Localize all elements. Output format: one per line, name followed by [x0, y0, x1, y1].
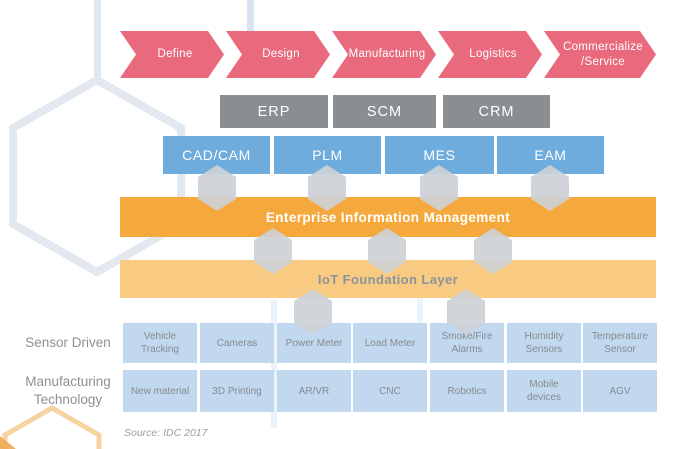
source-citation: Source: IDC 2017	[124, 427, 208, 439]
sensor-cell: Humidity Sensors	[507, 323, 581, 363]
process-step-label: Define	[157, 48, 193, 61]
bar-label: IoT Foundation Layer	[317, 271, 459, 287]
sensor-cell: Smoke/Fire Alarms	[430, 323, 504, 363]
technology-cell: New material	[123, 370, 197, 412]
process-step-label: Design	[262, 48, 300, 61]
system-box-scm: SCM	[333, 95, 436, 128]
system-box-label: CRM	[478, 103, 515, 120]
bar-label: Enterprise Information Management	[265, 209, 511, 225]
process-step-design: Design	[226, 31, 330, 78]
technology-cell: AGV	[583, 370, 657, 412]
technology-cell: 3D Printing	[200, 370, 274, 412]
technology-cell: Robotics	[430, 370, 504, 412]
system-box-label: CAD/CAM	[182, 147, 251, 163]
system-box-eam: EAM	[497, 136, 604, 174]
sensor-driven-row-label: Sensor Driven	[25, 335, 111, 351]
system-box-label: MES	[423, 147, 456, 163]
system-box-label: EAM	[534, 147, 567, 163]
process-step-label: Logistics	[469, 48, 517, 61]
sensor-cell: Vehicle Tracking	[123, 323, 197, 363]
sensor-cell: Cameras	[200, 323, 274, 363]
system-box-erp: ERP	[220, 95, 328, 128]
system-box-label: SCM	[366, 103, 403, 120]
system-box-crm: CRM	[443, 95, 550, 128]
system-box-label: PLM	[312, 147, 343, 163]
sensor-cell: Temperature Sensor	[583, 323, 657, 363]
manufacturing-technology-row-label: Manufacturing Technology	[25, 374, 111, 407]
technology-cell: CNC	[353, 370, 427, 412]
technology-cell: Mobile devices	[507, 370, 581, 412]
iot-foundation-layer-bar: IoT Foundation Layer	[120, 260, 656, 298]
process-step-label: Manufacturing	[348, 48, 426, 61]
sensor-cell: Load Meter	[353, 323, 427, 363]
system-box-label: ERP	[257, 103, 291, 120]
process-step-label: Commercialize /Service	[563, 41, 643, 68]
technology-cell: AR/VR	[277, 370, 351, 412]
process-step-define: Define	[120, 31, 224, 78]
process-step-logistics: Logistics	[438, 31, 542, 78]
process-step-manufacturing: Manufacturing	[332, 31, 436, 78]
process-step-commercialize-service: Commercialize /Service	[544, 31, 656, 78]
